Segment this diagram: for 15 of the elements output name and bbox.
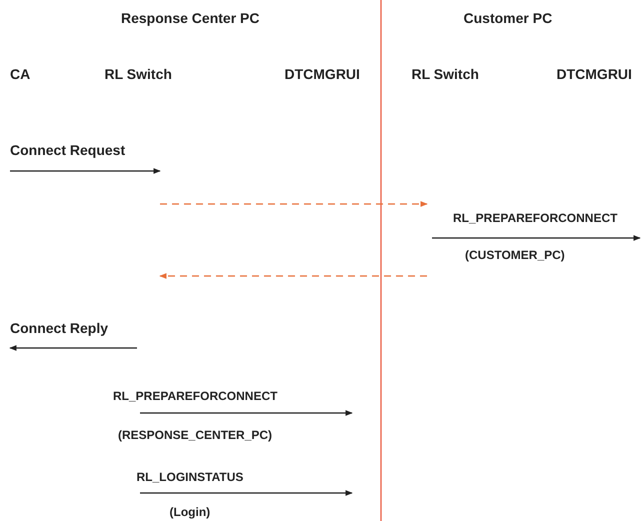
message-parameter: (RESPONSE_CENTER_PC) xyxy=(118,428,272,442)
participant-label: DTCMGRUI xyxy=(284,66,360,82)
participant-label: RL Switch xyxy=(104,66,172,82)
group-heading: Customer PC xyxy=(464,10,552,26)
message-label: Connect Reply xyxy=(10,320,108,336)
group-heading: Response Center PC xyxy=(121,10,260,26)
participant-label: DTCMGRUI xyxy=(556,66,632,82)
message-parameter: (CUSTOMER_PC) xyxy=(465,248,565,262)
message-parameter: (Login) xyxy=(170,505,210,519)
message-label: RL_PREPAREFORCONNECT xyxy=(453,211,618,225)
participant-label: CA xyxy=(10,66,30,82)
message-label: Connect Request xyxy=(10,142,126,158)
message-label: RL_PREPAREFORCONNECT xyxy=(113,389,278,403)
participant-label: RL Switch xyxy=(412,66,479,82)
message-label: RL_LOGINSTATUS xyxy=(136,470,244,484)
